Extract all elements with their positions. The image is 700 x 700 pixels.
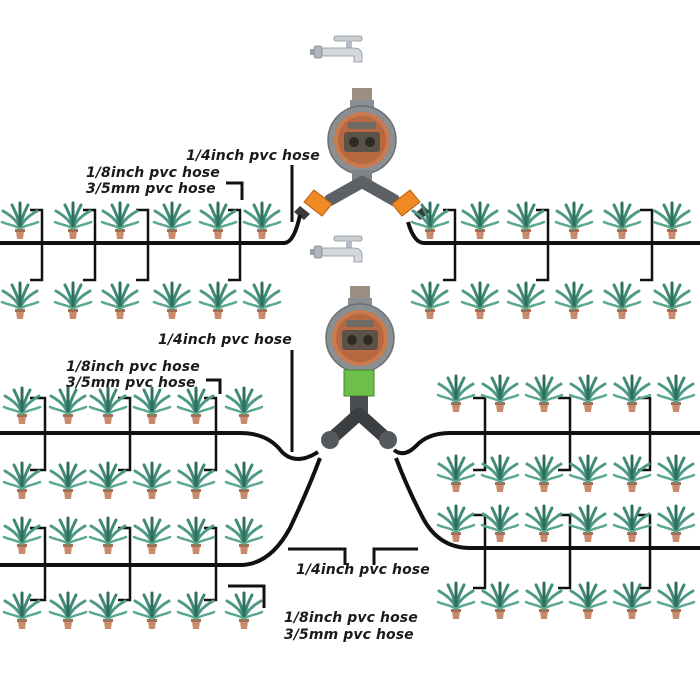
bottom-branch-hose-alt-label: 3/5mm pvc hose [284, 627, 414, 643]
middle-green-connector [343, 369, 375, 397]
top-main-hose [0, 214, 700, 245]
middle-water-timer-icon [325, 285, 395, 373]
middle-branch-hose-label: 1/8inch pvc hose [66, 359, 200, 375]
top-y-splitter-icon [294, 170, 430, 220]
bottom-system [0, 457, 700, 631]
middle-callout-lines [206, 350, 294, 452]
bottom-main-hose [0, 457, 700, 567]
top-faucet-icon [309, 35, 363, 63]
top-callout-lines [226, 165, 294, 222]
bottom-branch-hose-label: 1/8inch pvc hose [284, 610, 418, 626]
top-branch-hose-alt-label: 3/5mm pvc hose [86, 181, 216, 197]
middle-branch-hose-alt-label: 3/5mm pvc hose [66, 375, 196, 391]
middle-y-splitter-icon [321, 396, 397, 449]
bottom-callout-lines [228, 547, 418, 608]
bottom-main-hose-label: 1/4inch pvc hose [296, 562, 430, 578]
top-system [0, 35, 700, 321]
middle-faucet-icon [309, 235, 363, 263]
middle-main-hose [0, 431, 700, 461]
top-main-hose-label: 1/4inch pvc hose [186, 148, 320, 164]
top-water-timer-icon [327, 87, 397, 175]
middle-main-hose-label: 1/4inch pvc hose [158, 332, 292, 348]
middle-system [0, 235, 700, 501]
top-branch-hose-label: 1/8inch pvc hose [86, 165, 220, 181]
top-potted-plant-icons [0, 201, 692, 321]
top-branch-hoses [30, 208, 654, 282]
